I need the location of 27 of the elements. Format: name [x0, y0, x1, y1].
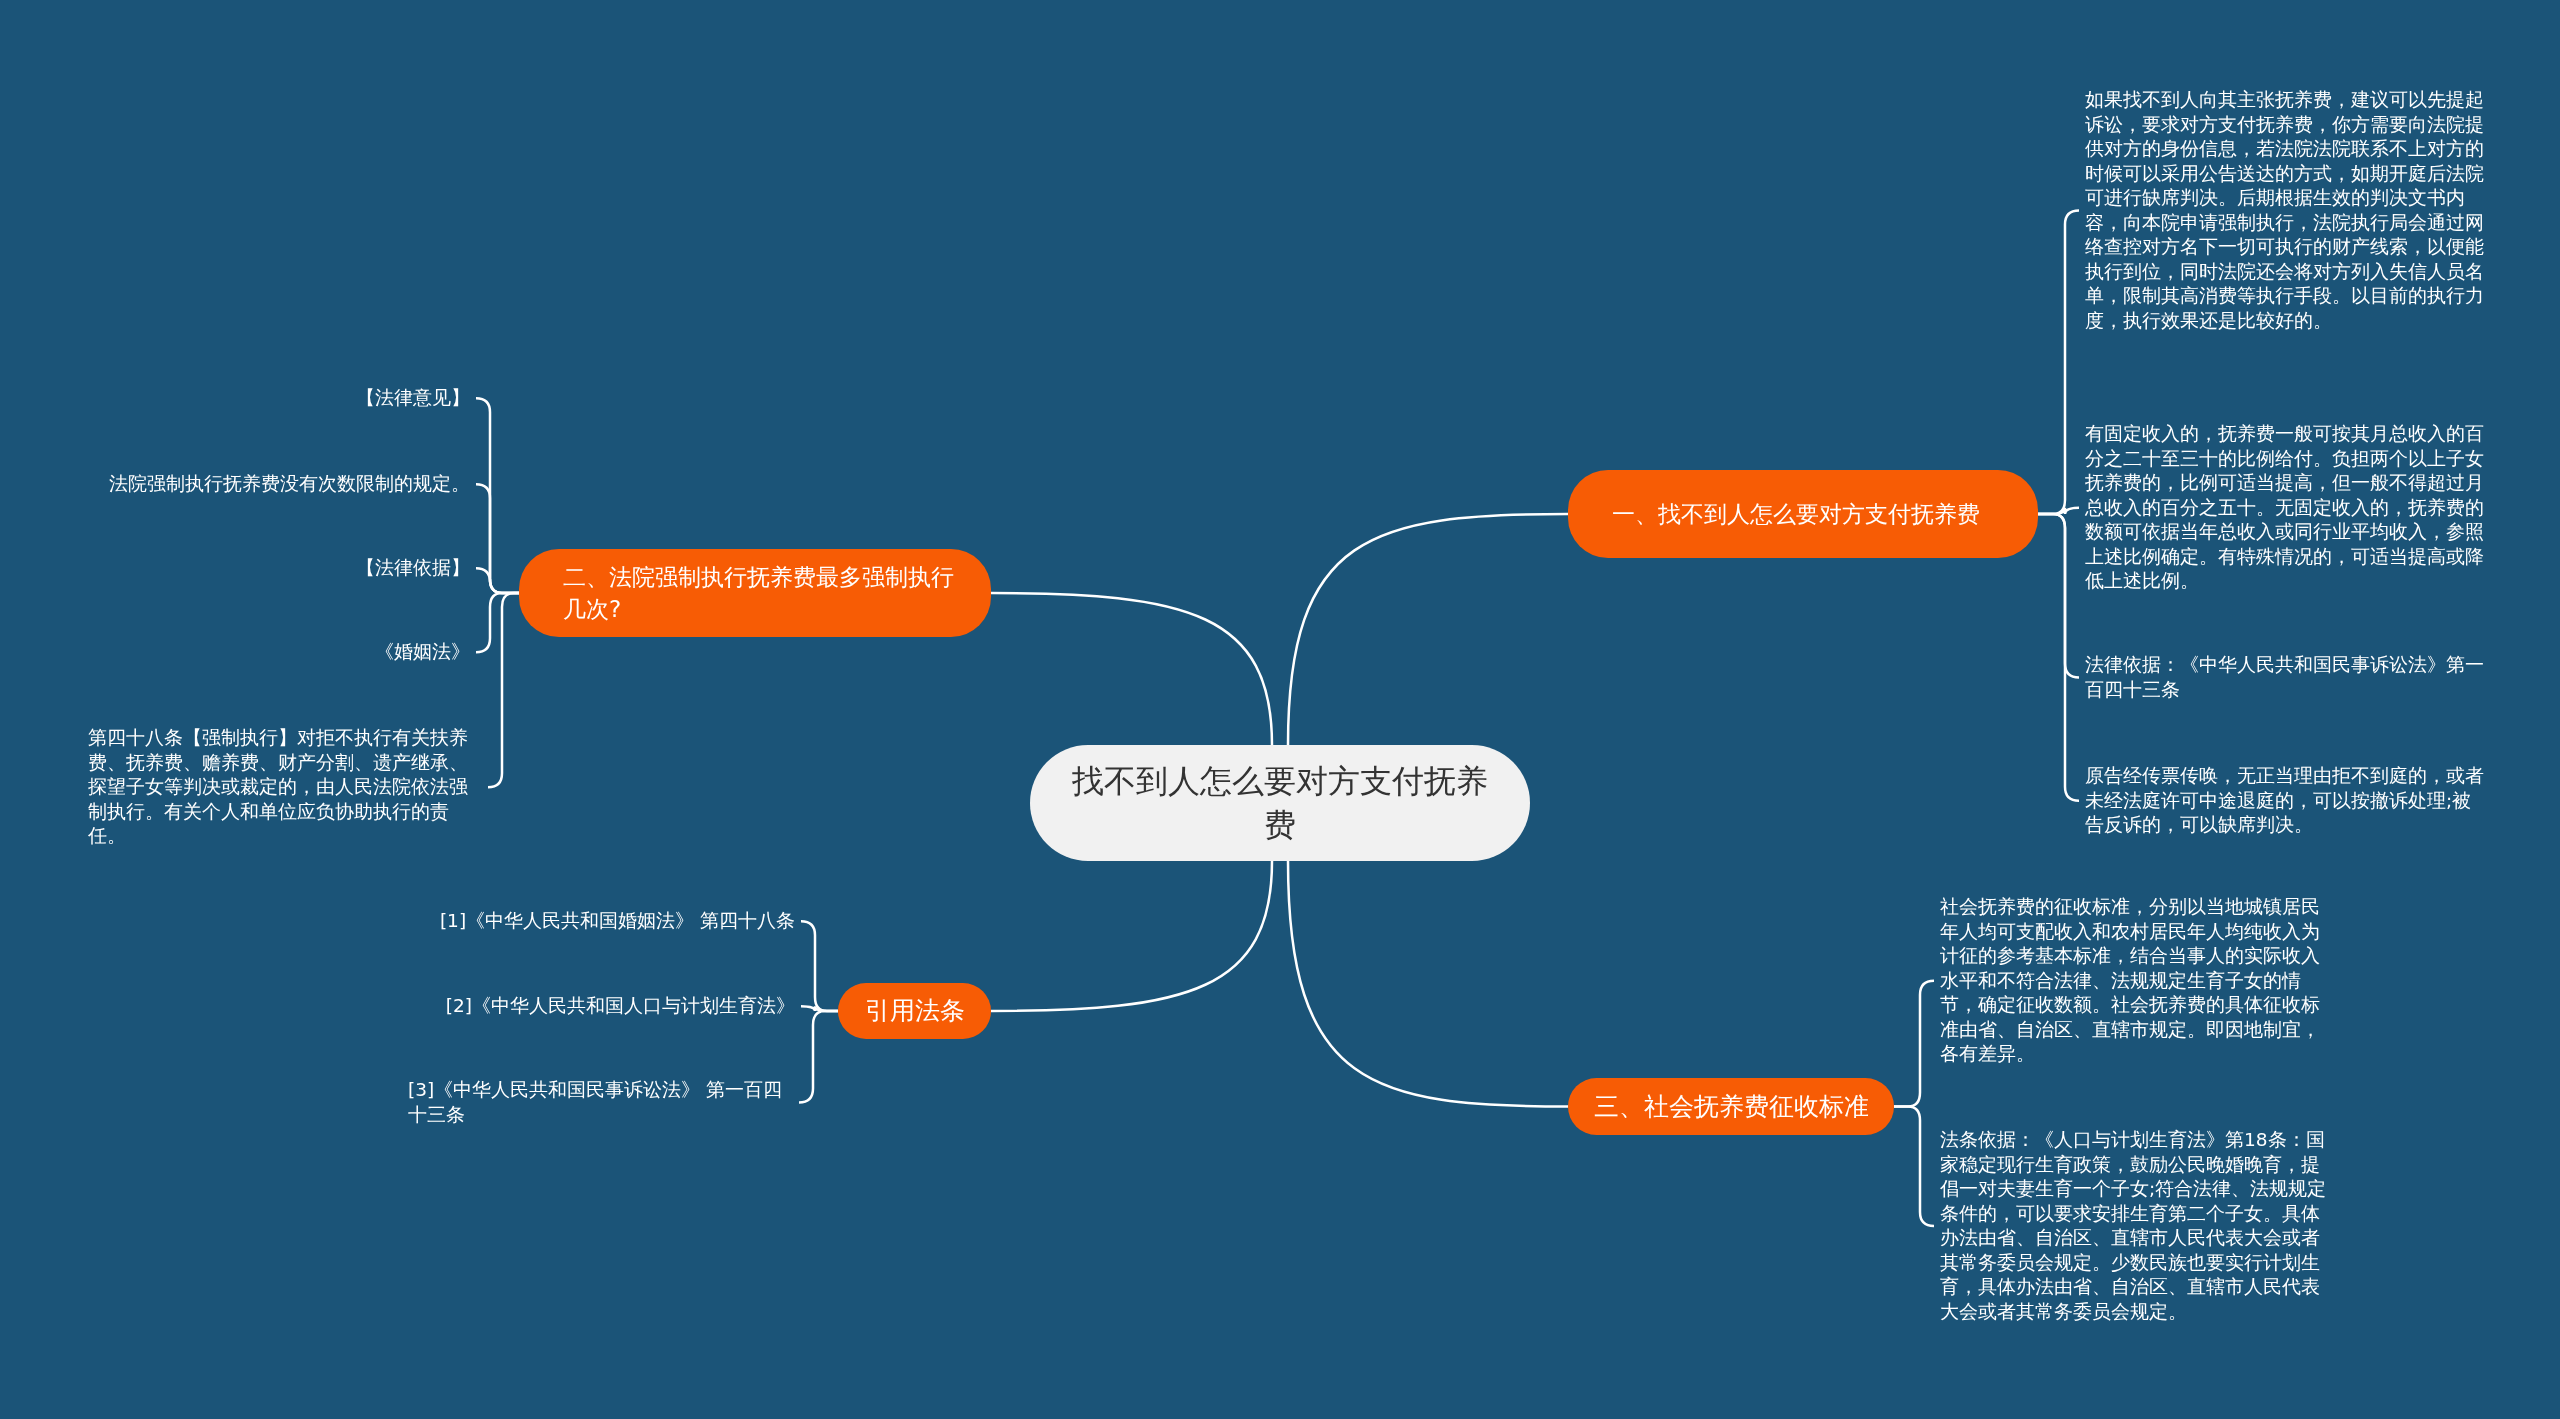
- subtopic-text: 社会抚养费的征收标准，分别以当地城镇居民年人均可支配收入和农村居民年人均纯收入为计征的参考基本标准，结合当事人的实际收入水平和不符合法律、法规规定生育子女的情节，确定征收数额。社会抚养费的具体征收标准由省、自治区、直辖市规定。即因地制宜，各有差异。: [1940, 895, 2330, 1067]
- subtopic-text: 法院强制执行抚养费没有次数限制的规定。: [60, 472, 470, 497]
- subtopic-text: [3]《中华人民共和国民事诉讼法》 第一百四十三条: [408, 1078, 793, 1127]
- subtopic-text: 如果找不到人向其主张抚养费，建议可以先提起诉讼，要求对方支付抚养费，你方需要向法院提供对方的身份信息，若法院法院联系不上对方的时候可以采用公告送达的方式，如期开庭后法院可进行缺席判决。后期根据生效的判决文书内容，向本院申请强制执行，法院执行局会通过网络查控对方名下一切可执行的财产线索，以便能执行到位，同时法院还会将对方列入失信人员名单，限制其高消费等执行手段。以目前的执行力度，执行效果还是比较好的。: [2085, 88, 2490, 333]
- subtopic-text: [1]《中华人民共和国婚姻法》 第四十八条: [380, 909, 795, 934]
- subtopic-text: 【法律依据】: [200, 556, 470, 581]
- subtopic-text: 《婚姻法》: [200, 640, 470, 665]
- subtopic-text: 有固定收入的，抚养费一般可按其月总收入的百分之二十至三十的比例给付。负担两个以上子女抚养费的，比例可适当提高，但一般不得超过月总收入的百分之五十。无固定收入的，抚养费的数额可依据当年总收入或同行业平均收入，参照上述比例确定。有特殊情况的，可适当提高或降低上述比例。: [2085, 422, 2490, 594]
- connector-line: [1894, 1105, 1935, 1228]
- central-topic: 找不到人怎么要对方支付抚养费: [1030, 745, 1530, 861]
- connector-line: [991, 860, 1274, 1013]
- subtopic-text: 第四十八条【强制执行】对拒不执行有关扶养费、抚养费、赡养费、财产分割、遗产继承、探望子女等判决或裁定的，由人民法院依法强制执行。有关个人和单位应负协助执行的责任。: [88, 726, 482, 849]
- connector-line: [2038, 512, 2080, 802]
- connector-line: [487, 591, 519, 789]
- topic-box: 三、社会抚养费征收标准: [1568, 1078, 1894, 1135]
- subtopic-text: 法条依据：《人口与计划生育法》第18条：国家稳定现行生育政策，鼓励公民晚婚晚育，提倡一对夫妻生育一个子女;符合法律、法规规定条件的，可以要求安排生育第二个子女。具体办法由省、自治区、直辖市人民代表大会或者其常务委员会规定。少数民族也要实行计划生育，具体办法由省、自治区、直辖市人民代表大会或者其常务委员会规定。: [1940, 1128, 2330, 1324]
- subtopic-text: [2]《中华人民共和国人口与计划生育法》: [380, 994, 795, 1019]
- connector-line: [1286, 860, 1568, 1108]
- topic-box: 二、法院强制执行抚养费最多强制执行几次?: [519, 549, 991, 637]
- connector-line: [991, 591, 1274, 746]
- subtopic-text: 原告经传票传唤，无正当理由拒不到庭的，或者未经法庭许可中途退庭的，可以按撤诉处理;被告反诉的，可以缺席判决。: [2085, 764, 2490, 838]
- topic-box: 引用法条: [838, 983, 991, 1039]
- connector-line: [1286, 512, 1568, 746]
- topic-box: 一、找不到人怎么要对方支付抚养费: [1568, 470, 2038, 558]
- subtopic-text: 法律依据：《中华人民共和国民事诉讼法》第一百四十三条: [2085, 653, 2490, 702]
- subtopic-text: 【法律意见】: [200, 386, 470, 411]
- connector-line: [798, 1009, 838, 1104]
